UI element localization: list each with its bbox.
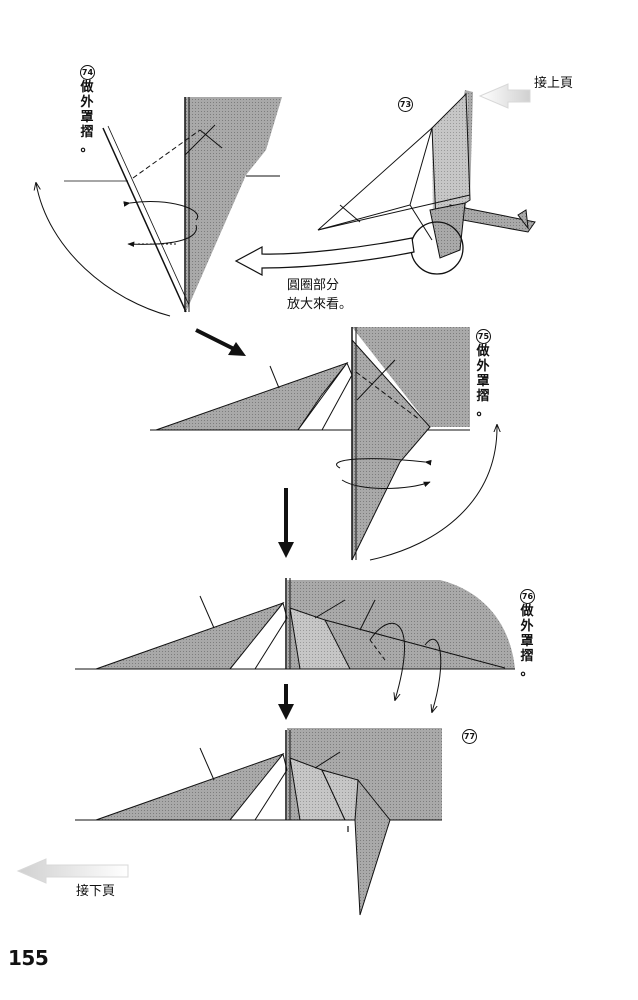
- step-75-number: 75: [476, 329, 491, 344]
- step-arrow-75-76: [278, 488, 294, 558]
- prev-page-label[interactable]: 接上頁: [534, 76, 574, 91]
- zoom-callout-line1: 圓圈部分: [287, 278, 340, 293]
- zoom-pointer-arrow: [234, 237, 415, 277]
- step-73-figure: [317, 90, 536, 275]
- step-76-figure: [75, 578, 515, 712]
- step-74-number: 74: [80, 65, 95, 80]
- step-arrow-74-75: [195, 328, 246, 356]
- page-number: 155: [8, 946, 49, 970]
- step-75-label: 75 做 外 罩 摺 。: [476, 328, 491, 419]
- step-77-figure: [75, 728, 442, 916]
- zoom-callout-line2: 放大來看。: [287, 297, 353, 312]
- step-76-number: 76: [520, 589, 535, 604]
- zoom-callout-text: 圓圈部分 放大來看。: [287, 276, 352, 314]
- step-arrow-76-77: [278, 684, 294, 720]
- step-75-figure: [150, 327, 497, 561]
- next-page-label[interactable]: 接下頁: [76, 884, 116, 899]
- step-74-label: 74 做 外 罩 摺 。: [80, 64, 95, 155]
- step-73-number: 73: [398, 96, 413, 112]
- step-74-figure: [36, 97, 282, 317]
- step-77-number: 77: [462, 728, 477, 744]
- next-page-arrow: [16, 858, 129, 884]
- prev-page-arrow: [478, 83, 531, 109]
- step-76-label: 76 做 外 罩 摺 。: [520, 588, 535, 679]
